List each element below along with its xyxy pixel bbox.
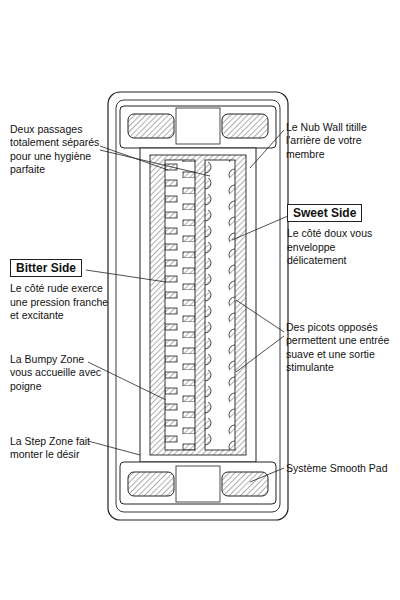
top-cap	[120, 106, 276, 148]
callout-text: Deux passages totalement séparés pour un…	[10, 123, 110, 177]
side-title: Bitter Side	[10, 259, 82, 277]
callout-text: Système Smooth Pad	[286, 462, 396, 475]
sweet-channel	[205, 160, 235, 450]
cap-center	[176, 108, 220, 144]
callout-text: La Step Zone fait monter le désir	[10, 435, 98, 462]
smooth-pad	[222, 472, 268, 496]
side-label-box: Sweet Side Le côté doux vous enveloppe dé…	[287, 204, 395, 268]
smooth-pad	[222, 114, 268, 138]
side-label-box: Bitter Side Le côté rude exerce une press…	[10, 259, 112, 323]
bitter-channel	[165, 160, 195, 450]
outer-casing	[108, 92, 288, 520]
leader-lines	[86, 130, 288, 482]
side-description: Le côté rude exerce une pression franche…	[10, 282, 112, 322]
side-description: Le côté doux vous enveloppe délicatement	[287, 227, 395, 267]
sleeve-body	[140, 148, 256, 462]
side-title: Sweet Side	[287, 204, 362, 222]
sleeve-material	[150, 155, 246, 455]
callout-text: La Bumpy Zone vous accueille avec poigne	[10, 353, 102, 393]
callout-text: Des picots opposés permettent une entrée…	[286, 321, 396, 375]
callout-text: Le Nub Wall titille l'arrière de votre m…	[286, 121, 396, 161]
cap-center	[176, 466, 220, 502]
bottom-cap	[120, 462, 276, 504]
smooth-pad	[128, 114, 174, 138]
smooth-pad	[128, 472, 174, 496]
